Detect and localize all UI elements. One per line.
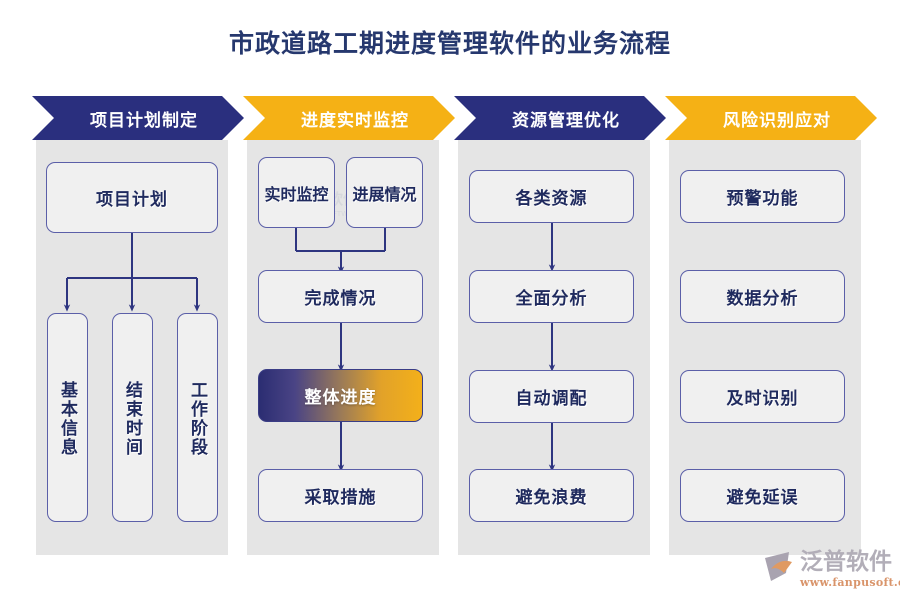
node-label: 全面分析 xyxy=(515,289,588,309)
stage-header-label: 项目计划制定 xyxy=(90,110,198,131)
node-label: 预警功能 xyxy=(726,189,799,209)
node-label: 工作阶段 xyxy=(187,380,207,457)
node-label: 项目计划 xyxy=(96,190,168,210)
node-avoid-waste[interactable]: 避免浪费 xyxy=(469,469,634,522)
page-title: 市政道路工期进度管理软件的业务流程 xyxy=(228,29,671,58)
node-data-analysis[interactable]: 数据分析 xyxy=(680,270,845,323)
node-project-plan[interactable]: 项目计划 xyxy=(46,162,218,233)
node-take-measures[interactable]: 采取措施 xyxy=(258,469,423,522)
node-label: 进展情况 xyxy=(352,184,417,204)
node-all-resources[interactable]: 各类资源 xyxy=(469,170,634,223)
node-label: 数据分析 xyxy=(726,289,799,309)
node-label: 各类资源 xyxy=(515,189,588,209)
stage-header-project-planning: 项目计划制定 xyxy=(32,96,244,140)
node-label: 自动调配 xyxy=(515,389,588,409)
logo-name: 泛普软件 xyxy=(800,549,892,575)
stage-header-risk-response: 风险识别应对 xyxy=(665,96,877,140)
stage-header-progress-monitoring: 进度实时监控 xyxy=(243,96,455,140)
node-timely-identification[interactable]: 及时识别 xyxy=(680,370,845,423)
node-label: 及时识别 xyxy=(726,389,799,409)
fanpu-mark-icon xyxy=(765,552,792,581)
logo-url: www.fanpusoft.com xyxy=(800,576,900,589)
node-label: 避免浪费 xyxy=(515,488,588,508)
node-label: 结束时间 xyxy=(122,380,142,457)
node-label: 避免延误 xyxy=(726,488,799,508)
node-label: 基本信息 xyxy=(57,380,77,457)
node-completion-status[interactable]: 完成情况 xyxy=(258,270,423,323)
stage-header-label: 资源管理优化 xyxy=(512,110,620,131)
node-progress-status[interactable]: 进展情况 xyxy=(346,157,423,228)
stage-header-resource-optimization: 资源管理优化 xyxy=(454,96,666,140)
node-label: 实时监控 xyxy=(264,184,329,204)
node-comprehensive-analysis[interactable]: 全面分析 xyxy=(469,270,634,323)
node-basic-info[interactable]: 基本信息 xyxy=(47,313,88,522)
stage-header-label: 进度实时监控 xyxy=(301,110,409,131)
node-realtime-monitoring[interactable]: 实时监控 xyxy=(258,157,335,228)
node-end-time[interactable]: 结束时间 xyxy=(112,313,153,522)
node-label: 采取措施 xyxy=(304,488,377,508)
node-avoid-delay[interactable]: 避免延误 xyxy=(680,469,845,522)
brand-logo: 泛普软件 www.fanpusoft.com xyxy=(762,551,900,589)
node-label: 完成情况 xyxy=(304,289,377,309)
stage-header-label: 风险识别应对 xyxy=(723,110,831,131)
node-label: 整体进度 xyxy=(304,388,377,408)
node-early-warning[interactable]: 预警功能 xyxy=(680,170,845,223)
node-overall-progress[interactable]: 整体进度 xyxy=(258,369,423,422)
node-work-phase[interactable]: 工作阶段 xyxy=(177,313,218,522)
node-auto-allocation[interactable]: 自动调配 xyxy=(469,370,634,423)
